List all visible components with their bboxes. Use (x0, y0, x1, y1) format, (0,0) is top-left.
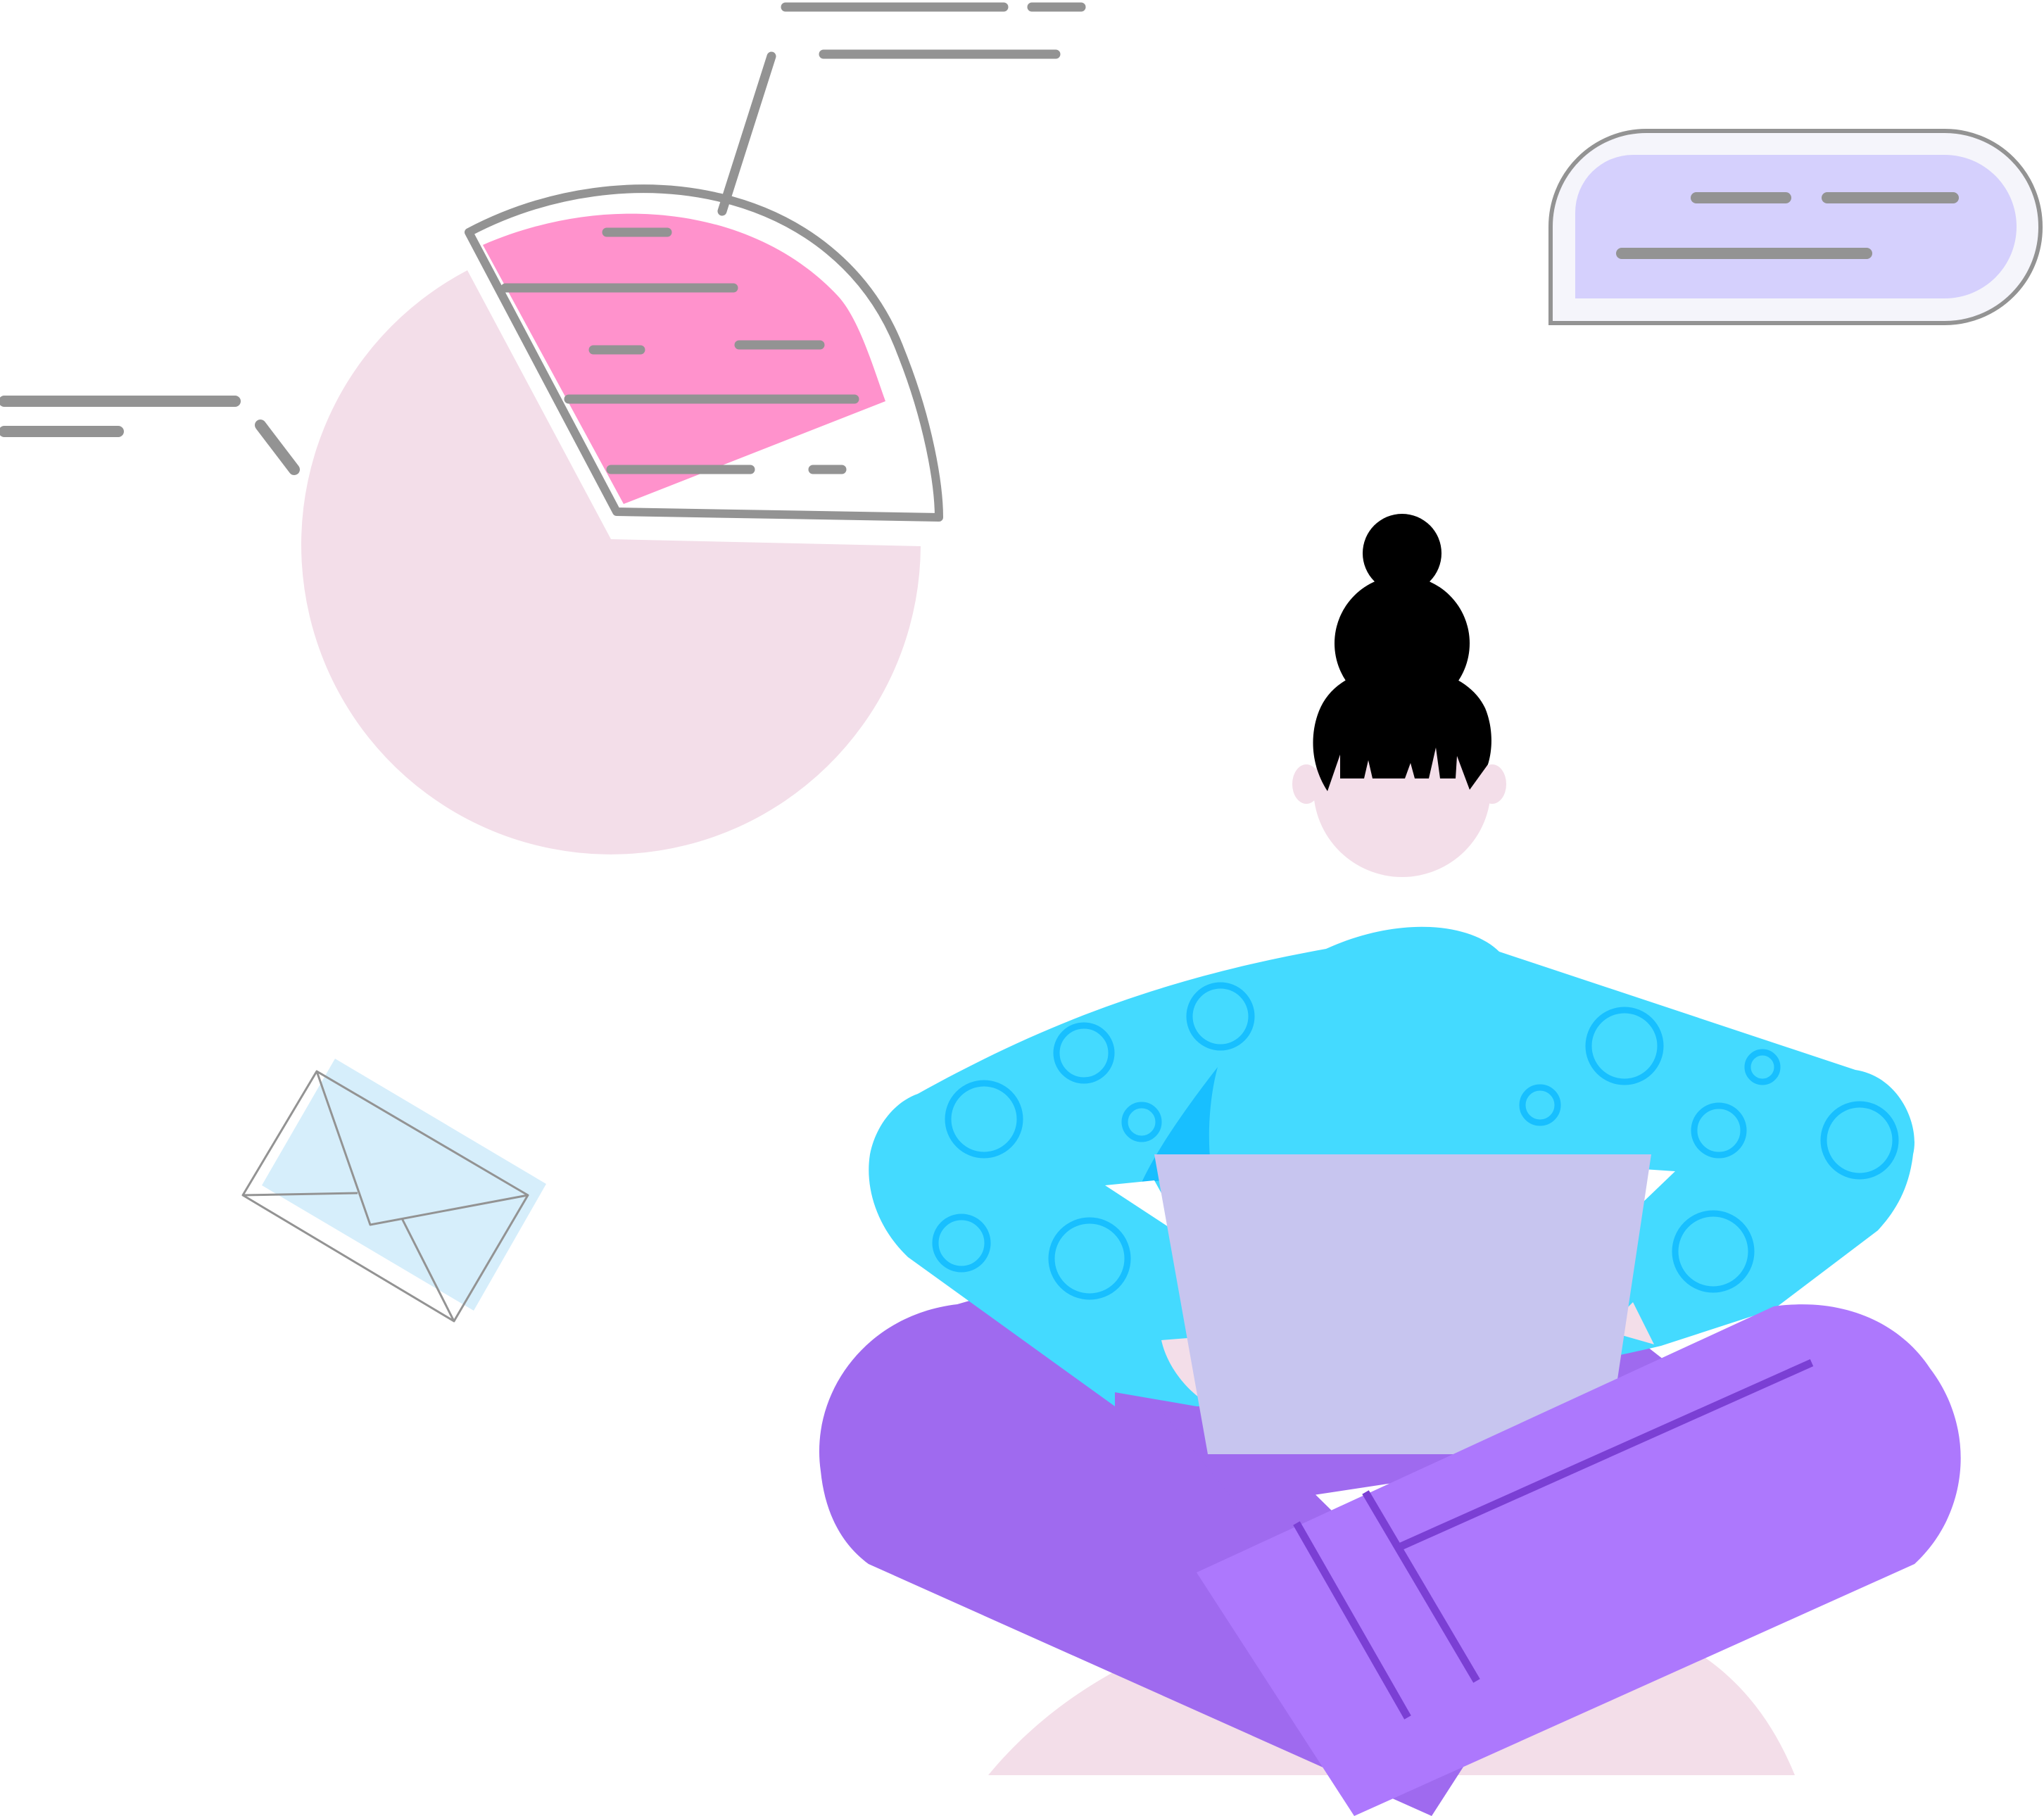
bubble-text-lines (1616, 192, 1959, 259)
ear-left (1292, 764, 1320, 804)
pie-slice-text-lines (500, 227, 859, 474)
head (1292, 514, 1506, 877)
envelope-icon (241, 1059, 546, 1323)
sweater-fold (1142, 1067, 1218, 1183)
bubble-inner (1575, 155, 2017, 298)
envelope-shadow (262, 1059, 546, 1311)
laptop (1154, 1154, 1651, 1454)
pie-chart-icon (0, 2, 1086, 855)
sweater-dots (932, 982, 1899, 1300)
person-with-laptop (819, 514, 1961, 1816)
pie-callout-top (717, 2, 1086, 216)
pants-seams (1293, 1358, 1814, 1720)
pie-main-body (301, 270, 921, 855)
hair-fringe (1313, 664, 1491, 791)
speech-bubble-icon (1548, 129, 2043, 325)
pie-callout-left (0, 396, 300, 475)
hair-bun (1363, 514, 1441, 593)
envelope-body (241, 1070, 529, 1323)
